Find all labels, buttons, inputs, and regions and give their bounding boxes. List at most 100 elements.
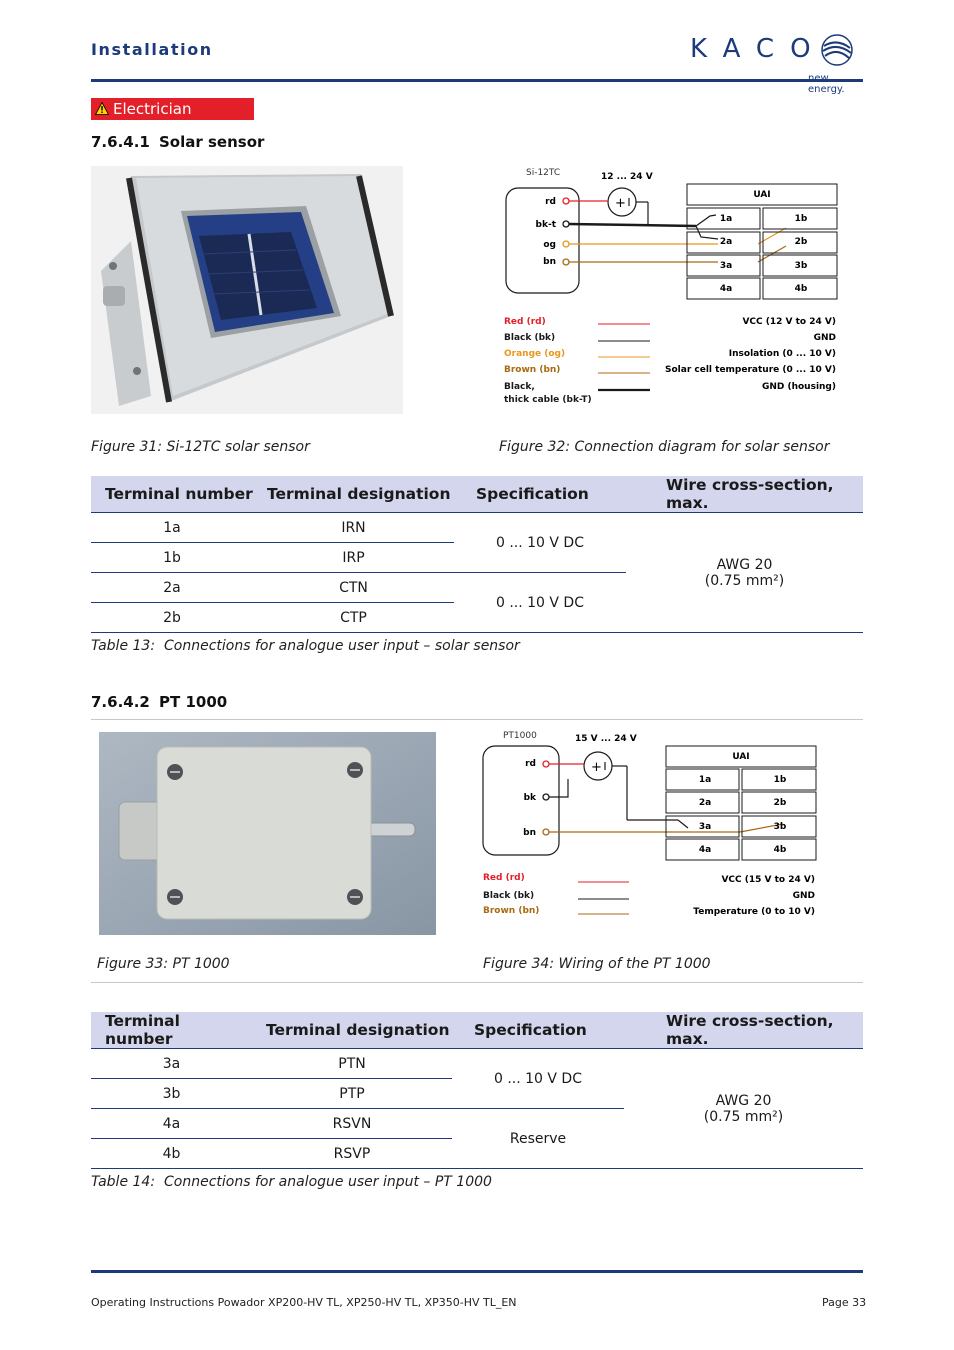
svg-text:3a: 3a <box>720 261 732 271</box>
svg-text:1a: 1a <box>699 775 711 785</box>
table-row: 3b PTP <box>91 1078 863 1109</box>
svg-text:Orange (og): Orange (og) <box>504 349 565 359</box>
col-wire-cross-section: Wire cross-section, max. <box>624 1012 863 1049</box>
svg-text:4a: 4a <box>720 284 732 294</box>
svg-text:thick cable (bk-T): thick cable (bk-T) <box>504 395 592 405</box>
warning-triangle-icon <box>95 102 109 115</box>
section-title: Solar sensor <box>159 133 265 151</box>
table-row: 2b CTP <box>91 602 863 633</box>
svg-text:+: + <box>615 196 626 211</box>
svg-text:VCC (12 V to 24 V): VCC (12 V to 24 V) <box>742 317 836 327</box>
cell-terminal: 4b <box>91 1138 252 1169</box>
col-terminal-designation: Terminal designation <box>253 476 454 513</box>
svg-text:Solar cell temperature (0 ...: Solar cell temperature (0 ... 10 V) <box>665 365 836 375</box>
diagram-device-label: PT1000 <box>503 731 537 741</box>
table-header-row: Terminal number Terminal designation Spe… <box>91 1012 863 1049</box>
svg-text:Black (bk): Black (bk) <box>483 891 534 901</box>
cell-designation: CTP <box>253 602 454 633</box>
col-terminal-designation: Terminal designation <box>252 1012 452 1049</box>
cell-designation: PTN <box>252 1048 452 1079</box>
cell-terminal: 2b <box>91 602 253 633</box>
svg-text:1a: 1a <box>720 214 732 224</box>
figure-33-caption: Figure 33: PT 1000 <box>97 956 230 972</box>
uai-terminal-grid: 1a 1b 2a 2b 3a 3b 4a 4b <box>686 207 838 300</box>
svg-text:+: + <box>591 760 602 775</box>
col-terminal-number: Terminal number <box>91 476 253 513</box>
svg-text:3a: 3a <box>699 822 711 832</box>
table-row: 3a PTN 0 ... 10 V DC AWG 20 (0.75 mm²) <box>91 1048 863 1169</box>
cell-specification: 0 ... 10 V DC <box>452 1048 624 1109</box>
table-header-row: Terminal number Terminal designation Spe… <box>91 476 863 513</box>
cell-specification: Reserve <box>452 1108 624 1169</box>
cell-wire-cross-section: AWG 20 (0.75 mm²) <box>626 512 863 633</box>
footer-document-title: Operating Instructions Powador XP200-HV … <box>91 1296 517 1309</box>
col-terminal-number: Terminal number <box>91 1012 252 1049</box>
table-row: 1a IRN 0 ... 10 V DC AWG 20 (0.75 mm²) <box>91 512 863 633</box>
svg-text:Red (rd): Red (rd) <box>504 317 546 327</box>
svg-text:GND (housing): GND (housing) <box>762 382 836 392</box>
table-14-caption: Table 14:Connections for analogue user i… <box>91 1174 492 1190</box>
pin-label-bk-t: bk-t <box>536 220 557 230</box>
svg-text:4b: 4b <box>774 845 787 855</box>
electrician-warning-badge: Electrician <box>91 98 254 120</box>
cell-terminal: 3a <box>91 1048 252 1079</box>
svg-text:2a: 2a <box>699 798 711 808</box>
svg-text:VCC (15 V to 24 V): VCC (15 V to 24 V) <box>721 875 815 885</box>
pin-label-rd: rd <box>545 197 556 207</box>
solar-sensor-connection-diagram: Si-12TC rd bk-t og bn 12 ... 24 V + UAI … <box>504 168 838 405</box>
cell-designation: CTN <box>253 572 454 603</box>
table-row: 2a CTN 0 ... 10 V DC <box>91 572 863 633</box>
svg-text:Brown (bn): Brown (bn) <box>504 365 560 375</box>
svg-text:Black (bk): Black (bk) <box>504 333 555 343</box>
table-14: Terminal number Terminal designation Spe… <box>91 1012 863 1169</box>
section-divider <box>91 719 863 720</box>
table-13: Terminal number Terminal designation Spe… <box>91 476 863 633</box>
supply-voltage-label: 12 ... 24 V <box>601 172 653 182</box>
pin-label-bn: bn <box>543 257 556 267</box>
figure-31-caption: Figure 31: Si-12TC solar sensor <box>91 439 310 455</box>
wire-legend: Red (rd) Black (bk) Orange (og) Brown (b… <box>504 317 836 405</box>
figure-34-caption: Figure 34: Wiring of the PT 1000 <box>483 956 711 972</box>
svg-text:2b: 2b <box>795 237 808 247</box>
section-title: PT 1000 <box>159 693 228 711</box>
svg-text:1b: 1b <box>774 775 787 785</box>
svg-text:Insolation (0 ... 10 V): Insolation (0 ... 10 V) <box>729 349 836 359</box>
col-specification: Specification <box>454 476 626 513</box>
sensor-housing <box>482 745 560 856</box>
table-13-caption: Table 13:Connections for analogue user i… <box>91 638 520 654</box>
logo-tagline: new energy. <box>808 73 845 95</box>
table-caption-text: Connections for analogue user input – PT… <box>164 1174 492 1190</box>
pin-label-rd: rd <box>525 759 536 769</box>
svg-text:1b: 1b <box>795 214 808 224</box>
uai-header: UAI <box>732 752 749 762</box>
wire-awg: AWG 20 <box>715 1092 772 1109</box>
svg-text:4b: 4b <box>795 284 808 294</box>
cell-terminal: 2a <box>91 572 253 603</box>
pt1000-photo <box>99 732 436 935</box>
wire-mm2: (0.75 mm²) <box>704 572 785 589</box>
pin-label-bn: bn <box>523 828 536 838</box>
header-section-title: Installation <box>91 40 213 59</box>
figure-32-caption: Figure 32: Connection diagram for solar … <box>499 439 830 455</box>
table-caption-label: Table 13: <box>91 638 156 654</box>
uai-terminal-grid: 1a 1b 2a 2b 3a 3b 4a 4b <box>665 768 817 861</box>
footer-page-number: Page 33 <box>822 1296 867 1309</box>
svg-text:GND: GND <box>793 891 815 901</box>
wire-awg: AWG 20 <box>716 556 773 573</box>
kaco-logo: KACO new energy. <box>690 32 865 95</box>
svg-text:3b: 3b <box>774 822 787 832</box>
warning-label: Electrician <box>113 100 192 118</box>
pin-label-og: og <box>543 240 556 250</box>
diagram-device-label: Si-12TC <box>526 168 560 178</box>
solar-sensor-photo <box>91 166 403 414</box>
wire-mm2: (0.75 mm²) <box>703 1108 784 1125</box>
svg-text:3b: 3b <box>795 261 808 271</box>
table-row: 4b RSVP <box>91 1138 863 1169</box>
pin-label-bk: bk <box>524 793 537 803</box>
logo-wordmark: KACO <box>690 34 827 64</box>
cell-designation: IRP <box>253 542 454 573</box>
section-number: 7.6.4.2 <box>91 693 150 711</box>
table-row: 1b IRP <box>91 542 863 573</box>
cell-designation: RSVN <box>252 1108 452 1139</box>
